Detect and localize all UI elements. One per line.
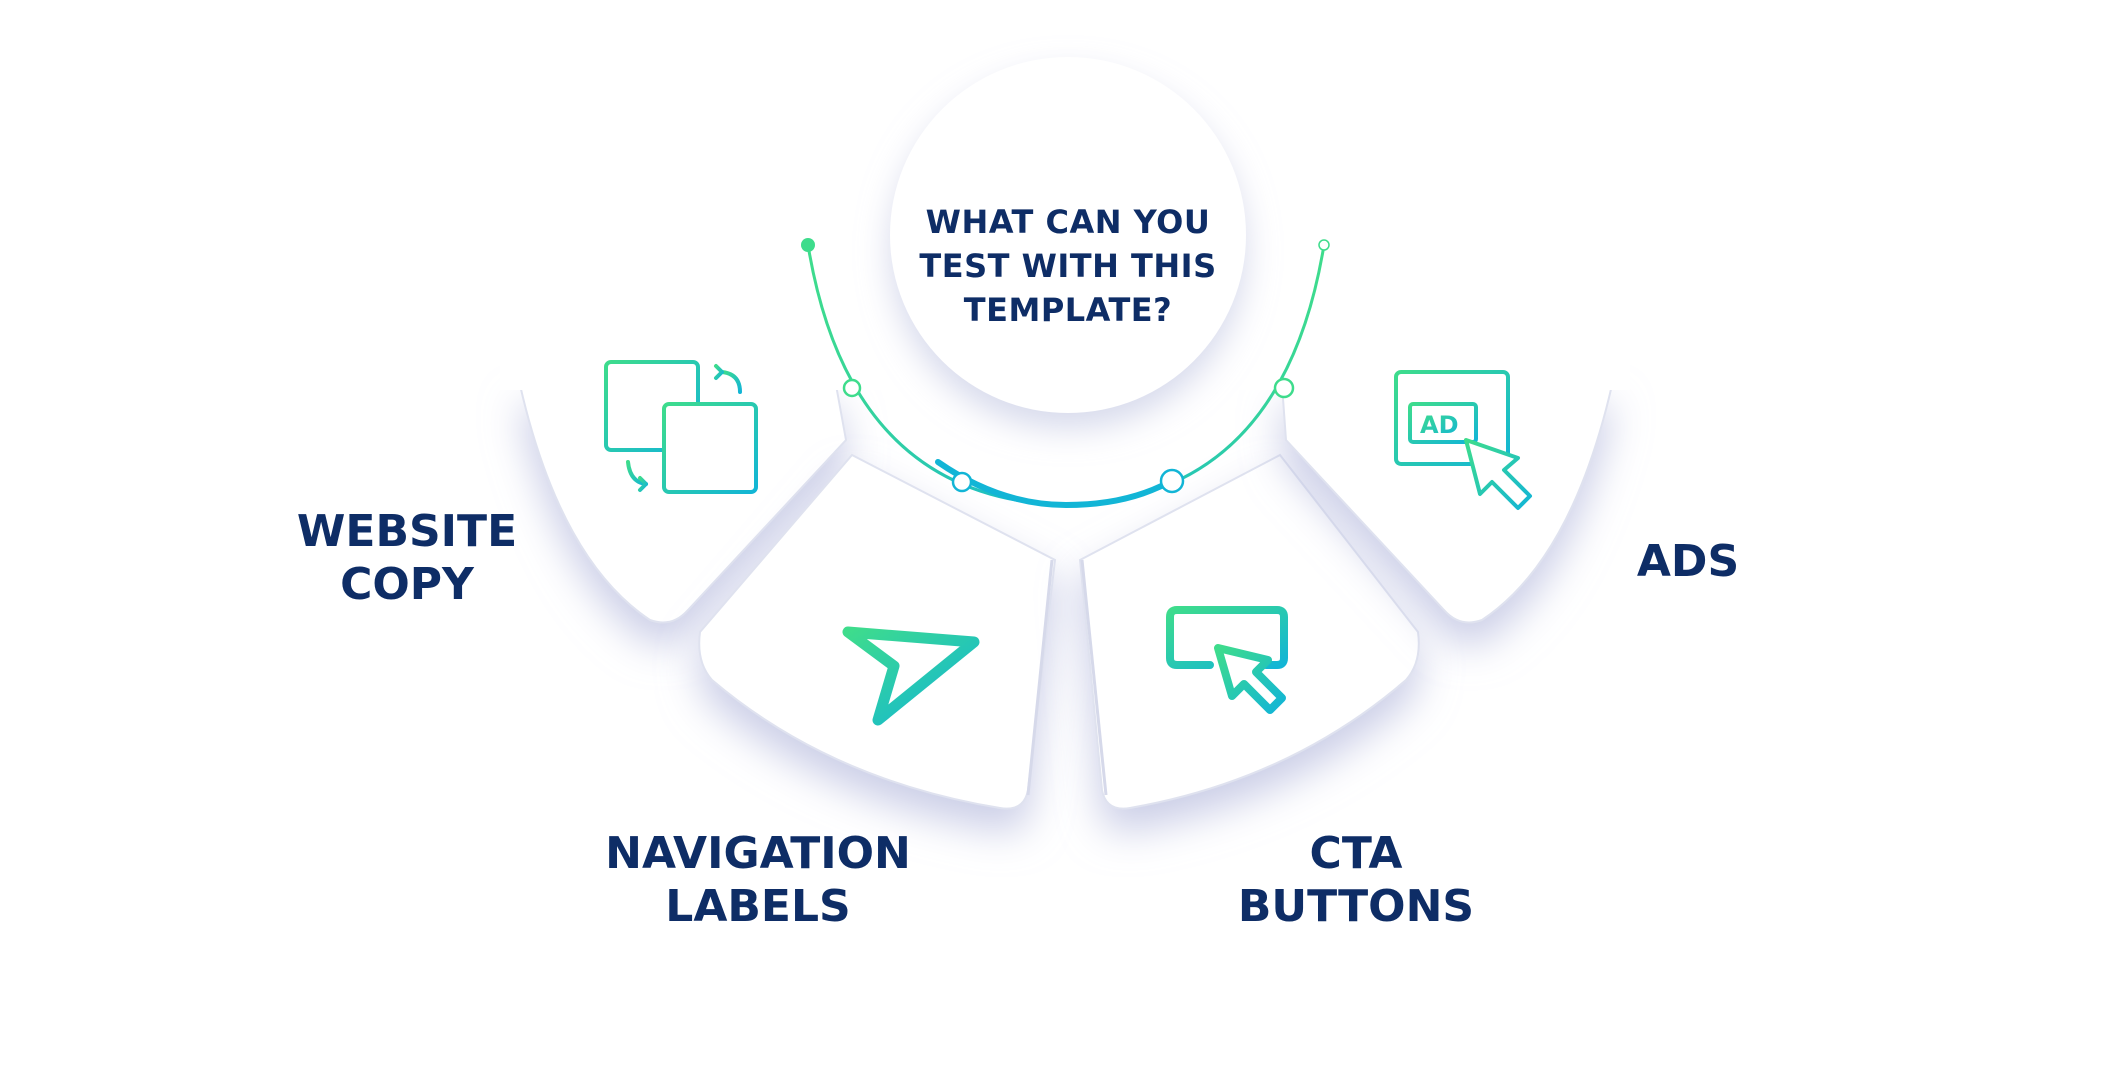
segment-ads — [1280, 384, 1614, 624]
arc-node — [1159, 468, 1185, 494]
segment-cta-buttons — [1078, 453, 1420, 810]
label-line: ADS — [1636, 536, 1740, 587]
center-question-line: WHAT CAN YOU — [925, 203, 1211, 241]
browser-windows-sync-icon — [604, 360, 758, 494]
label-website-copy: WEBSITE COPY — [297, 506, 517, 612]
navigation-arrow-icon — [842, 626, 980, 726]
label-line: LABELS — [665, 880, 851, 932]
label-line: WEBSITE — [296, 506, 518, 557]
center-question-line: TEMPLATE? — [963, 291, 1173, 330]
arc-node — [1318, 239, 1330, 251]
arc-node — [1273, 377, 1295, 399]
label-line: BUTTONS — [1237, 880, 1475, 932]
arc-node — [801, 238, 815, 252]
label-line: NAVIGATION — [605, 828, 911, 879]
arc-node — [842, 378, 862, 398]
ad-click-icon: AD — [1394, 370, 1532, 510]
button-click-icon — [1166, 606, 1288, 714]
arc-node — [951, 471, 973, 493]
center-question: WHAT CAN YOU TEST WITH THIS TEMPLATE? — [919, 200, 1216, 332]
label-cta-buttons: CTA BUTTONS — [1238, 828, 1474, 934]
label-line: CTA — [1309, 828, 1403, 879]
label-line: COPY — [340, 558, 474, 610]
center-hub — [890, 57, 1246, 413]
center-question-line: TEST WITH THIS — [919, 247, 1217, 286]
segment-website-copy — [518, 384, 848, 624]
label-ads: ADS — [1637, 536, 1739, 589]
label-navigation-labels: NAVIGATION LABELS — [605, 828, 911, 934]
svg-text:AD: AD — [1420, 411, 1459, 439]
